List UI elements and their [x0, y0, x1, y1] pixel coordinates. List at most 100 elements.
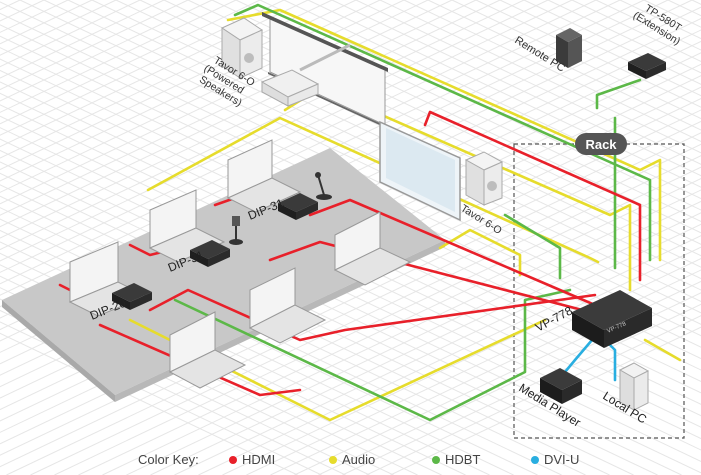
- remote-pc: [556, 28, 582, 68]
- grid-line: [451, 0, 701, 120]
- grid-line: [0, 309, 346, 475]
- key-dot-hdmi: [229, 456, 237, 464]
- hdbt-cable-3: [595, 78, 642, 110]
- grid-line: [342, 303, 701, 475]
- grid-line: [0, 0, 429, 205]
- hdmi-cable-1: [423, 110, 642, 282]
- grid-line: [0, 264, 442, 475]
- grid-line: [198, 235, 701, 475]
- grid-line: [0, 0, 381, 182]
- grid-line: [54, 166, 701, 475]
- grid-line: [318, 292, 701, 475]
- vp778-device: [572, 290, 652, 348]
- laptop-1: [226, 139, 302, 213]
- grid-line: [0, 275, 418, 475]
- dip20-box: [112, 283, 152, 310]
- grid-line: [366, 315, 701, 475]
- grid-line: [0, 195, 586, 475]
- grid-line: [0, 0, 285, 136]
- room-floor: [2, 148, 445, 395]
- grid-line: [0, 332, 298, 475]
- grid-line: [307, 0, 701, 188]
- grid-line: [403, 0, 701, 142]
- key-dot-hdbt: [432, 456, 440, 464]
- grid-line: [0, 0, 333, 159]
- grid-line: [0, 0, 213, 102]
- grid-line: [0, 229, 514, 475]
- key-dot-dvi: [531, 456, 539, 464]
- key-dot-audio: [329, 456, 337, 464]
- grid-line: [78, 178, 701, 475]
- grid-line: [0, 241, 490, 475]
- audio-cable-6: [643, 338, 682, 362]
- grid-line: [102, 189, 701, 475]
- microphone-1: [315, 172, 332, 200]
- grid-line: [270, 269, 701, 475]
- key-label-hdmi: HDMI: [242, 452, 275, 467]
- grid-line: [235, 0, 701, 222]
- grid-line: [0, 218, 538, 475]
- dip31-box-a: [278, 193, 318, 220]
- grid-line: [0, 0, 573, 273]
- grid-line: [0, 298, 370, 475]
- grid-line: [294, 280, 701, 475]
- grid-line: [246, 258, 701, 475]
- key-label-dvi: DVI-U: [544, 452, 579, 467]
- speaker-top-label: Tavor 6-O (Powered Speakers): [195, 52, 259, 111]
- hdmi-cable-3: [268, 240, 592, 314]
- projector: [260, 43, 351, 107]
- laptop-2: [148, 189, 226, 263]
- grid-line: [355, 0, 701, 165]
- flat-display: [379, 120, 461, 222]
- grid-line: [0, 184, 610, 475]
- key-label-audio: Audio: [342, 452, 375, 467]
- hdbt-cable-5: [503, 213, 562, 280]
- hdbt-cable-2: [173, 288, 572, 422]
- rack-label: Rack: [585, 137, 617, 152]
- rack-label-pill: Rack: [575, 133, 627, 155]
- media-player: [540, 368, 582, 404]
- grid-line: [331, 0, 701, 177]
- hdmi-cable-4: [148, 288, 597, 342]
- audio-cable-4: [438, 228, 522, 277]
- grid-line: [0, 0, 21, 11]
- laptop-5: [248, 267, 327, 344]
- room-floor-edge: [2, 300, 115, 402]
- grid-line: [0, 0, 405, 193]
- grid-line: [499, 0, 701, 97]
- grid-line: [427, 0, 701, 131]
- speaker-top: [220, 17, 264, 79]
- grid-line: [0, 207, 562, 475]
- grid-line: [174, 223, 701, 475]
- grid-line: [523, 0, 701, 85]
- grid-line: [91, 0, 701, 291]
- grid-line: [0, 0, 597, 285]
- grid-line: [0, 0, 237, 113]
- dip31-box-b: [190, 240, 230, 267]
- grid-line: [0, 0, 357, 171]
- grid-line: [0, 0, 189, 91]
- grid-line: [222, 246, 701, 475]
- grid-line: [0, 0, 621, 296]
- grid-line: [67, 0, 701, 302]
- color-key: Color Key: HDMI Audio HDBT DVI-U: [138, 452, 579, 467]
- grid-line: [283, 0, 701, 200]
- grid-line: [0, 321, 322, 475]
- grid-line: [0, 0, 261, 125]
- grid-line: [0, 0, 309, 148]
- grid-line: [0, 252, 466, 475]
- laptop-4: [333, 211, 412, 286]
- hdmi-cable-2: [308, 198, 597, 307]
- laptop-6: [168, 311, 247, 389]
- grid-line: [475, 0, 701, 108]
- color-key-title: Color Key:: [138, 452, 199, 467]
- grid-line: [6, 143, 701, 475]
- speaker-right: [464, 151, 504, 206]
- grid-line: [19, 0, 701, 325]
